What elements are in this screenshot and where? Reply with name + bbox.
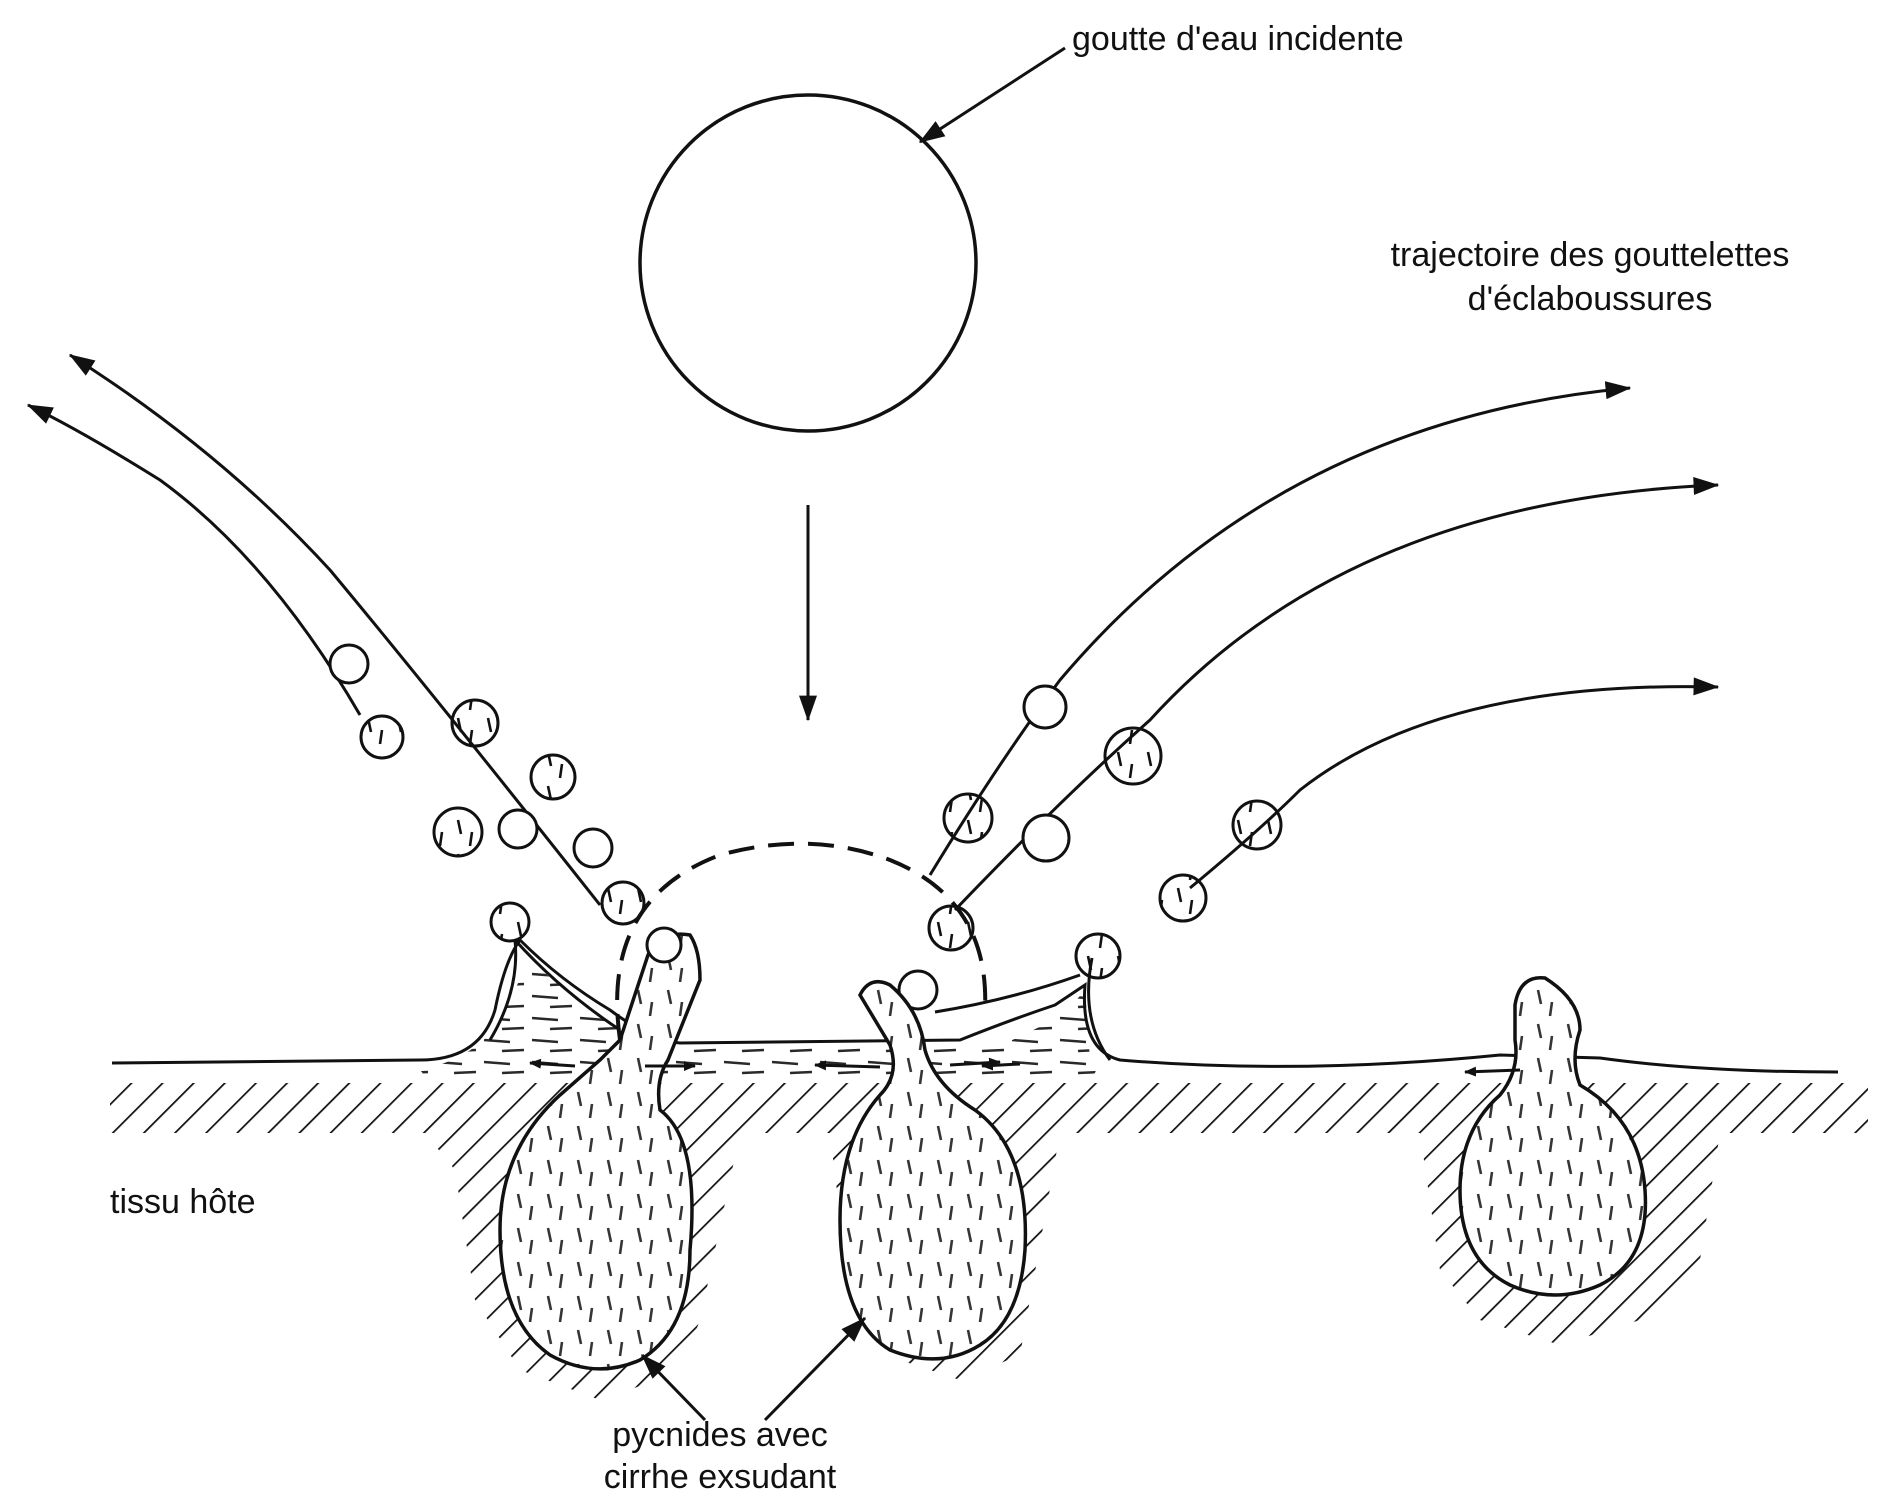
pycnidia-label-line1: pycnides avec [612, 1416, 828, 1454]
droplet [328, 643, 370, 685]
crown-left [488, 938, 621, 1041]
droplet [1103, 726, 1163, 786]
incident-drop-pointer-arrow [918, 46, 1066, 144]
droplet [1074, 932, 1122, 980]
pycnidia-label-line2: cirrhe exsudant [603, 1458, 837, 1496]
trajectory-label-line1: trajectoire des gouttelettes [1390, 236, 1790, 274]
cirrhus-droplet [645, 926, 683, 964]
left-trajectory-1 [68, 353, 602, 906]
pycnidia-pointer-arrow-left [640, 1353, 707, 1422]
spore-spread-arrows [529, 1057, 1521, 1077]
droplet [1022, 684, 1068, 730]
pycnidium-right-texture [1460, 977, 1646, 1295]
incident-drop-label: goutte d'eau incidente [1072, 20, 1404, 58]
right-trajectory-1 [928, 381, 1632, 876]
droplet [927, 904, 975, 952]
droplet [942, 792, 994, 844]
incident-drop-circle [638, 93, 978, 433]
trajectory-label-line2: d'éclaboussures [1467, 280, 1713, 318]
droplet [897, 969, 939, 1011]
droplet [1021, 813, 1071, 863]
left-trajectory-2 [26, 403, 362, 716]
right-trajectory-2 [953, 477, 1720, 912]
droplet [1231, 799, 1283, 851]
droplet [529, 753, 577, 801]
droplet [489, 901, 531, 943]
droplet [432, 806, 484, 858]
water-film-line [111, 937, 1839, 1074]
droplet [450, 698, 500, 748]
right-trajectory-3 [1189, 677, 1720, 890]
droplets-left [328, 643, 646, 943]
pycnidium-left-texture [500, 934, 700, 1369]
pycnidium-middle-texture [840, 981, 1026, 1359]
host-tissue-label: tissu hôte [110, 1183, 256, 1221]
droplet [359, 714, 405, 760]
droplet [497, 808, 539, 850]
droplet [1158, 873, 1208, 923]
droplets-right [897, 684, 1283, 1011]
droplet [600, 880, 646, 926]
droplet [572, 827, 614, 869]
pycnidia-pointer-arrow-right [763, 1316, 867, 1422]
